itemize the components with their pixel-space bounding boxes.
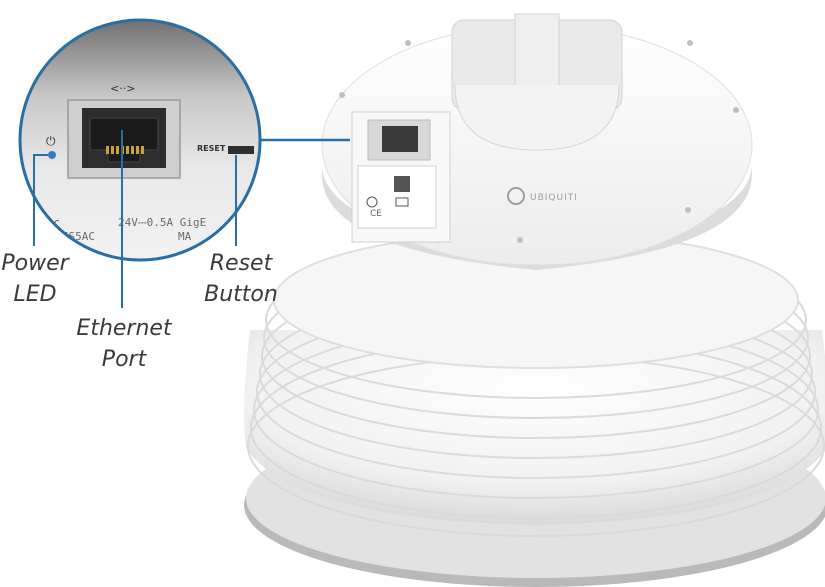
zoom-inset: ⏻ <··> RESET 5AC WX-IS5AC 5AC 24V⎓0.5A G… [18,18,262,262]
ethernet-port-callout: Ethernet Port [74,313,174,375]
label-line-5: MA [178,230,192,243]
power-led [48,151,56,159]
power-led-callout: Power LED [0,248,70,310]
reset-button-callout-line-2: Button [204,282,278,307]
horn-dish [244,231,825,587]
reset-label: RESET [197,144,226,153]
reset-button-callout-line-1: Reset [209,251,273,276]
ethernet-port-callout-line-1: Ethernet [76,316,172,341]
ce-mark: CE [370,209,382,219]
ethernet-symbol-icon: <··> [110,82,135,95]
reset-button-callout: Reset Button [200,248,282,310]
label-line-4: 24V⎓0.5A GigE [118,216,206,229]
power-led-callout-line-2: LED [13,282,57,307]
reset-hole [228,146,254,154]
power-led-callout-line-1: Power [1,251,69,276]
power-symbol-icon: ⏻ [46,134,56,148]
power-led-leader [33,154,48,246]
radio-housing: CE UBIQUITI [321,13,753,270]
ethernet-port-callout-line-2: Port [101,347,147,372]
brand-logo-text: UBIQUITI [530,193,578,203]
